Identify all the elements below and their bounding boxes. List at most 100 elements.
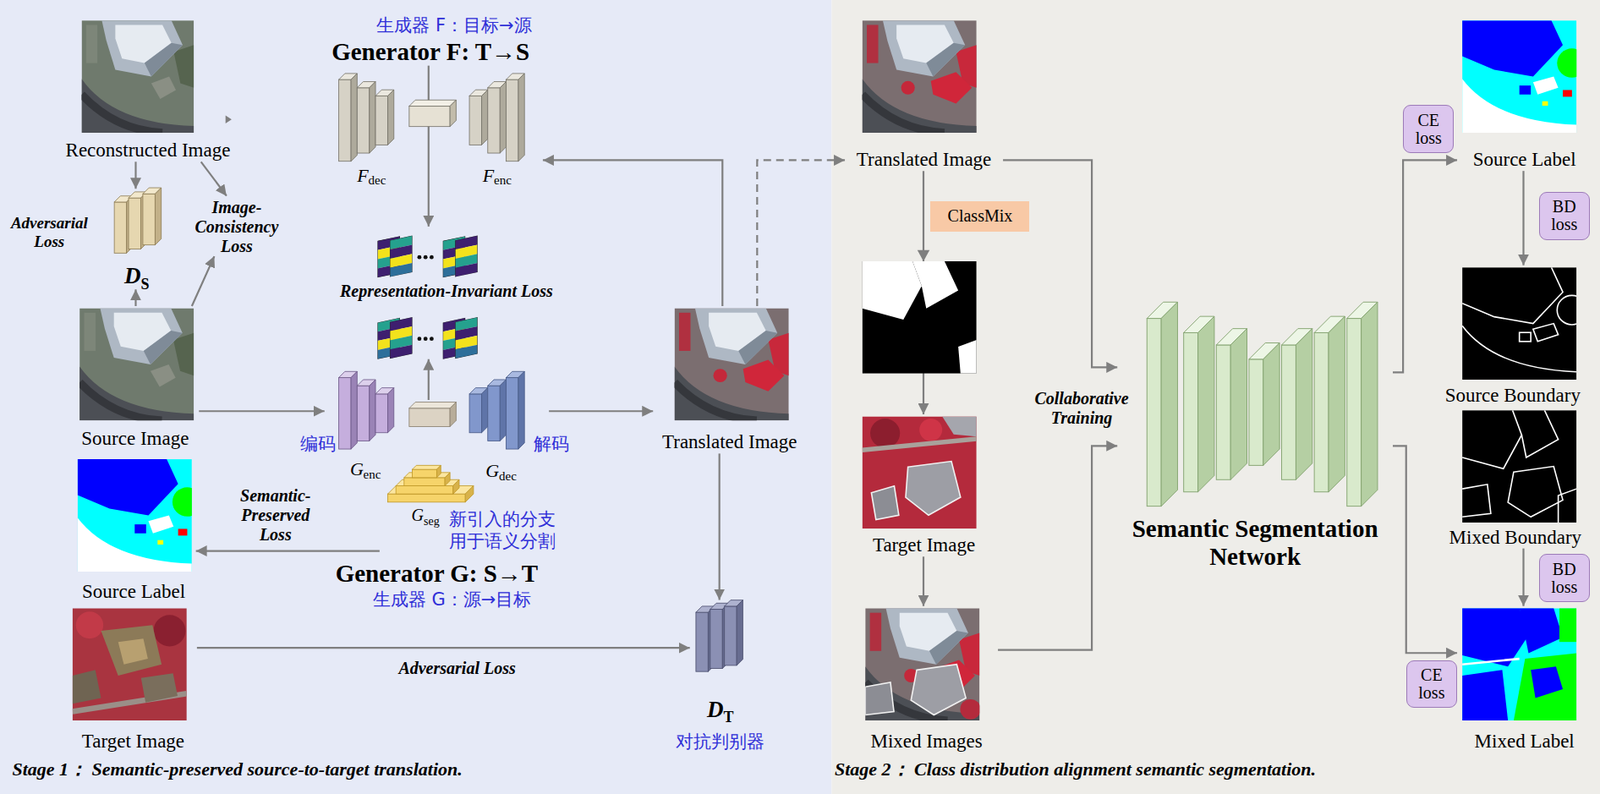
stage-caption: Stage 2： Class distribution alignment se… xyxy=(834,756,1316,783)
image-node: Translated Image xyxy=(844,18,1003,171)
generator-g-decoder xyxy=(499,379,506,441)
segmentation-branch xyxy=(395,486,454,495)
subscript-label: enc xyxy=(363,467,382,483)
arrow-connector xyxy=(997,445,1118,650)
feature-maps xyxy=(417,255,422,260)
segmentation-network-layers xyxy=(1183,332,1199,492)
label-holder: enc xyxy=(493,173,512,188)
stage1-ground xyxy=(0,0,832,794)
segmentation-network-layers xyxy=(1314,332,1329,492)
feature-maps xyxy=(389,317,413,359)
arrow-connector xyxy=(198,410,324,412)
arrow-connector xyxy=(542,159,723,307)
node-text: Mixed Label xyxy=(1457,730,1592,753)
image-node: Reconstructed Image xyxy=(50,18,245,163)
image-thumbnails xyxy=(77,459,203,572)
edge-label: Semantic-Preserved Loss xyxy=(224,486,327,545)
annotation-label: 对抗判别器 xyxy=(675,730,765,753)
image-node: Target Image xyxy=(69,606,198,753)
image-node: Mixed Images xyxy=(854,606,998,753)
generator-f-layers xyxy=(375,95,388,145)
discriminator-block: DT xyxy=(690,600,751,724)
generator-g-encoder xyxy=(375,394,388,433)
annotation-label: 生成器 F：目标→源 xyxy=(376,14,532,37)
node-text: CE loss xyxy=(1403,111,1453,148)
generator-f-layers xyxy=(409,106,450,127)
node-text: Translated Image xyxy=(652,431,806,454)
label-holder: 解码 xyxy=(533,432,570,455)
generator-g-encoder xyxy=(350,371,357,450)
generator-f-layers xyxy=(487,87,500,154)
image-node: Source Label xyxy=(71,457,196,603)
generator-f-layers xyxy=(409,99,457,106)
node-text: BD loss xyxy=(1539,197,1590,234)
image-thumbnails xyxy=(1462,410,1577,523)
generator-g-bottleneck xyxy=(409,402,457,428)
node-text: CE loss xyxy=(1407,666,1457,702)
node-text: Source Image xyxy=(71,427,199,450)
symbol-label: G xyxy=(485,460,499,483)
edge-label-holder: Semantic-Preserved Loss xyxy=(224,486,327,545)
segmentation-network-layers xyxy=(1198,316,1215,493)
stage-caption: Stage 1： Semantic-preserved source-to-ta… xyxy=(11,756,462,783)
feature-maps xyxy=(454,317,478,359)
arrow-connector xyxy=(196,549,380,552)
feature-maps xyxy=(417,336,422,341)
segmentation-network-layers xyxy=(1347,318,1362,507)
node-text: Representation-Invariant Loss xyxy=(316,281,577,302)
generator-g-encoder xyxy=(388,388,395,433)
image-node: Source Boundary xyxy=(1433,265,1592,407)
loss-node: Image-Consistency Loss xyxy=(186,196,289,257)
discriminator-t-layers xyxy=(710,609,723,669)
generator-g-encoder xyxy=(339,378,351,450)
arrow-connector xyxy=(1522,548,1524,607)
dashed-arrow xyxy=(756,159,845,307)
generator-f-layers xyxy=(339,79,351,162)
image-thumbnails xyxy=(862,20,977,133)
subscript-label: dec xyxy=(368,173,387,188)
label-holder: dec xyxy=(368,173,387,188)
image-thumbnails xyxy=(79,307,194,421)
node-text: Translated Image xyxy=(844,148,1003,171)
arrow-connector xyxy=(197,646,691,649)
arrow-connector xyxy=(1522,170,1524,266)
node-text: Source Label xyxy=(71,580,196,603)
arrow-connector xyxy=(201,161,227,196)
generator-f-layers xyxy=(469,95,482,145)
layout-arrowheads xyxy=(225,115,931,262)
feature-maps xyxy=(377,233,412,280)
discriminator-s-layers xyxy=(128,197,141,249)
generator-f-layers xyxy=(356,87,369,154)
training-label: Collaborative Training xyxy=(1020,389,1144,428)
feature-maps xyxy=(429,255,434,260)
discriminator-block: DS xyxy=(107,188,167,290)
arrow-connector xyxy=(1392,445,1458,653)
node-text: G xyxy=(411,505,424,525)
generator-f-layers xyxy=(388,89,395,145)
discriminator-s-layers xyxy=(114,202,127,253)
segmentation-branch xyxy=(388,486,474,495)
node-text: Semantic Segmentation Network xyxy=(1117,515,1393,570)
node-text: BD loss xyxy=(1539,560,1590,597)
generator-g-bottleneck xyxy=(409,402,457,409)
image-node: Translated Image xyxy=(652,306,806,454)
loss-box: BD loss xyxy=(1539,553,1590,603)
image-thumbnails xyxy=(862,416,977,529)
annotation-label: 编码 xyxy=(300,432,336,455)
generator-f-layers xyxy=(449,99,456,127)
segmentation-network-layers xyxy=(1216,345,1231,480)
discriminator-t-layers xyxy=(724,606,737,666)
loss-box: CE loss xyxy=(1406,660,1458,709)
discriminator-s-layers xyxy=(142,193,155,245)
generator-f-layers xyxy=(350,73,357,162)
node-text: D xyxy=(706,696,724,723)
node-text: Image-Consistency Loss xyxy=(186,197,289,257)
arrow-connector xyxy=(134,289,137,307)
image-node: Target Image xyxy=(854,414,993,557)
node-text: Target Image xyxy=(69,730,198,753)
generator-g-encoder xyxy=(356,385,369,441)
generator-f-layers xyxy=(339,73,526,162)
label-holder: enc xyxy=(363,467,382,483)
symbol-label: G xyxy=(350,458,364,481)
